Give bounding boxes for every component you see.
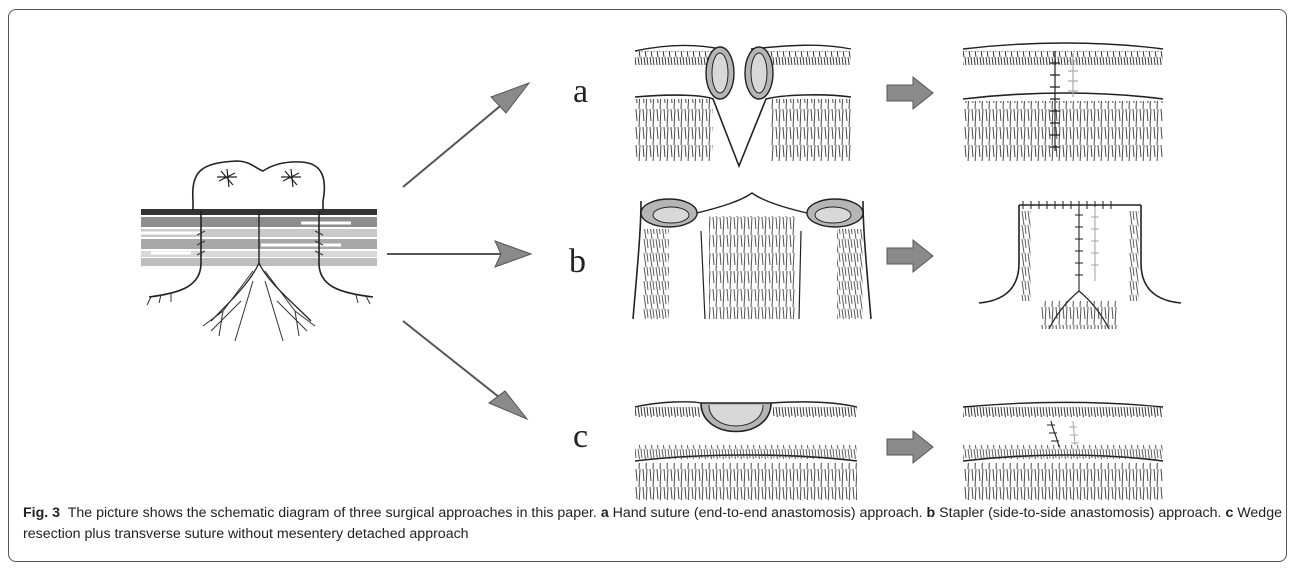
stitch-line-icon [1075,207,1083,291]
arrow-icon [387,241,531,267]
panel-label-a: a [573,73,588,110]
panel-label-c: c [573,418,588,455]
arrow-icon [403,83,529,187]
arrow-icon [887,240,933,272]
panel-label-b: b [569,243,586,280]
arrow-icon [887,431,933,463]
caption-part-letter-c: c [1225,505,1233,521]
intestine-drawing-icon [979,201,1181,329]
caption-part-letter-a: a [601,505,609,521]
caption-intro: The picture shows the schematic diagram … [68,505,597,521]
figure-label: Fig. 3 [23,505,60,521]
arrow-icon [887,77,933,109]
caption-part-letter-b: b [927,505,936,521]
intestine-drawing-icon [635,45,851,166]
caption-part-text-a: Hand suture (end-to-end anastomosis) app… [613,505,923,521]
caption-part-text-b: Stapler (side-to-side anastomosis) appro… [939,505,1221,521]
figure-frame: a b c [8,9,1287,562]
intestine-drawing-icon [633,193,871,319]
figure-caption: Fig. 3 The picture shows the schematic d… [23,503,1285,545]
intestine-drawing-icon [963,43,1163,161]
intestine-drawing-icon [635,402,857,500]
intestine-drawing-icon [963,403,1163,501]
arrow-icon [403,321,527,419]
left-diagram-icon [141,161,377,341]
stitch-line-icon [1047,421,1059,447]
figure-illustration: a b c [9,10,1287,500]
